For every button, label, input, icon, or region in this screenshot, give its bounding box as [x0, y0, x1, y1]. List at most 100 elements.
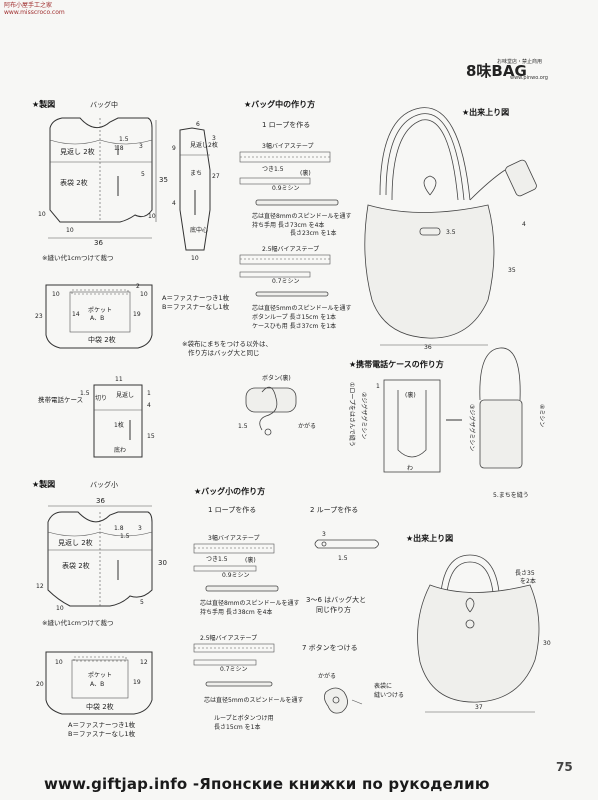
- small-zipper-line: [73, 656, 127, 662]
- small-a-note: A＝ファスナーつき1枚: [68, 720, 136, 729]
- small-handle-2: [445, 561, 495, 611]
- small-dim-3: 3: [138, 525, 142, 532]
- button-shape: [245, 387, 297, 413]
- small-bag-pattern: ★製図 バッグ小 36 見返し 2枚 表袋 2枚 3 1.8 1.5 30 12…: [32, 479, 167, 738]
- gusset-dim-10: 10: [191, 255, 199, 262]
- phone-case-count: 1枚: [114, 421, 124, 429]
- large-dim-35: 35: [159, 176, 168, 184]
- phone-step-3: ③ジグザグミシン: [468, 404, 476, 451]
- phone-case-label: 携帯電話ケース: [38, 395, 83, 404]
- large-howto: ★バッグ中の作り方 1 ロープを作る 3幅バイアステープ つき1.5 (裏) 0…: [239, 99, 352, 330]
- small-pocket-ab: A、B: [90, 681, 104, 688]
- small-step2: 2 ループを作る: [310, 505, 358, 514]
- large-done-35: 3.5: [446, 229, 456, 236]
- small-tube1: [193, 565, 257, 572]
- large-facing-label: 見返し 2枚: [60, 147, 95, 156]
- small-button-shape: [324, 687, 348, 714]
- phone-step-2: ②ジグザグミシン: [360, 392, 368, 439]
- small-rope2: [205, 681, 273, 687]
- watermark: 阿布小屋手工之家 www.misscroco.com: [4, 2, 65, 16]
- small-dim-10: 10: [56, 605, 64, 612]
- large-bag-body: [364, 204, 495, 339]
- footer-caption: www.giftjap.info -Японские книжки по рук…: [44, 775, 490, 793]
- large-howto-header: ★バッグ中の作り方: [244, 99, 315, 109]
- small-loop-end: [321, 541, 327, 547]
- inner-dim-10b: 10: [140, 291, 148, 298]
- inner-dim-2: 2: [136, 283, 140, 290]
- large-done-36: 36: [424, 344, 432, 351]
- small-sewon-1: 表袋に: [374, 682, 392, 690]
- large-title: バッグ中: [90, 100, 118, 109]
- button-dim-15: 1.5: [238, 423, 248, 430]
- logo-url: www.pinwo.org: [510, 75, 548, 81]
- zipper-line: [71, 289, 129, 295]
- small-bag-loop: [465, 597, 475, 613]
- pocket-dim-14: 14: [72, 311, 80, 318]
- large-len4: ケースひも用 長さ37cm を1本: [252, 322, 336, 330]
- small-dim-15: 1.5: [120, 533, 130, 540]
- large-bias2: 2.5幅バイアステープ: [262, 245, 319, 253]
- small-bias2: 2.5幅バイアステープ: [200, 634, 257, 642]
- large-main-outline: [49, 117, 153, 223]
- small-done-37: 37: [475, 704, 483, 711]
- gusset-facing: 見返し2枚: [190, 141, 218, 149]
- small-sew1: 0.9ミシン: [222, 572, 250, 579]
- large-done-header: ★出来上り図: [462, 107, 509, 117]
- large-tube1: [239, 177, 311, 185]
- pocket-label-ab: A、B: [90, 315, 104, 322]
- large-done-35b: 35: [508, 267, 516, 274]
- inner-dim-10a: 10: [52, 291, 60, 298]
- small-dim-30: 30: [158, 559, 167, 567]
- small-sewon-2: 縫いつける: [374, 691, 404, 699]
- phone-case-mini: [505, 159, 537, 197]
- phone-howto-back: (裏): [405, 391, 416, 399]
- phone-howto-header: ★携帯電話ケースの作り方: [349, 359, 444, 369]
- small-bag-body: [417, 584, 540, 703]
- large-dim-15: 1.5: [119, 136, 129, 143]
- logo-subtitle: お味堂店・禁止商用: [497, 59, 543, 65]
- button-detail: ボタン(裏) 1.5 かがる: [238, 374, 316, 436]
- small-core2: 芯は直径5mmのスピンドールを通す: [204, 696, 304, 704]
- gusset-machi: まち: [190, 170, 202, 177]
- large-handle-3: [391, 119, 459, 201]
- small-back1: (裏): [245, 556, 256, 564]
- small-dim-19: 19: [133, 679, 141, 686]
- small-step36b: 同じ作り方: [316, 605, 351, 614]
- small-done-30: 30: [543, 640, 551, 647]
- large-dim-10c: 10: [148, 213, 156, 220]
- large-facing-curve: [49, 139, 153, 145]
- large-rope1: [255, 199, 339, 206]
- gusset-dim-4: 4: [172, 200, 176, 207]
- button-hole: [264, 428, 272, 436]
- inner-bag-outline: [45, 284, 153, 349]
- large-sew1: 0.9ミシン: [272, 185, 300, 192]
- small-dim-12: 12: [36, 583, 44, 590]
- large-len2: 長さ23cm を1本: [290, 229, 337, 237]
- small-rope1: [205, 585, 279, 592]
- small-finished: ★出来上り図 長さ35 を2本 30 37: [406, 533, 551, 713]
- phone-step-1: ①ロープをはさんで縫う: [348, 382, 356, 447]
- large-core2: 芯は直径5mmのスピンドールを通す: [252, 304, 352, 312]
- large-sew2: 0.7ミシン: [272, 278, 300, 285]
- large-dim-3: 3: [139, 143, 143, 150]
- small-sew2: 0.7ミシン: [220, 666, 248, 673]
- phone-case-facing: 見返し: [116, 392, 134, 399]
- small-seam-note: ※縫い代1cmつけて裁つ: [42, 618, 114, 627]
- phone-step-5: 5.まちを縫う: [493, 491, 529, 499]
- phone-howto-wa: わ: [407, 465, 413, 472]
- large-bias1: 3幅バイアステープ: [262, 142, 313, 150]
- small-step36: 3〜6 はバッグ大と: [306, 595, 366, 604]
- large-fold1: つき1.5: [262, 166, 284, 173]
- small-outer-label: 表袋 2枚: [62, 561, 90, 570]
- small-inner-label: 中袋 2枚: [86, 702, 114, 711]
- phone-dim-4: 4: [147, 402, 151, 409]
- large-len3: ボタンループ 長さ15cm を1本: [252, 313, 336, 321]
- pocket-b-note: B＝ファスナーなし1枚: [162, 302, 230, 311]
- large-tube2: [239, 271, 311, 278]
- small-len1: 持ち手用 長さ38cm を4本: [200, 608, 272, 616]
- small-bias1: 3幅バイアステープ: [208, 534, 259, 542]
- page-number: 75: [556, 760, 573, 774]
- phone-howto-1: 1: [376, 383, 380, 390]
- pocket-label: ポケット: [88, 306, 112, 314]
